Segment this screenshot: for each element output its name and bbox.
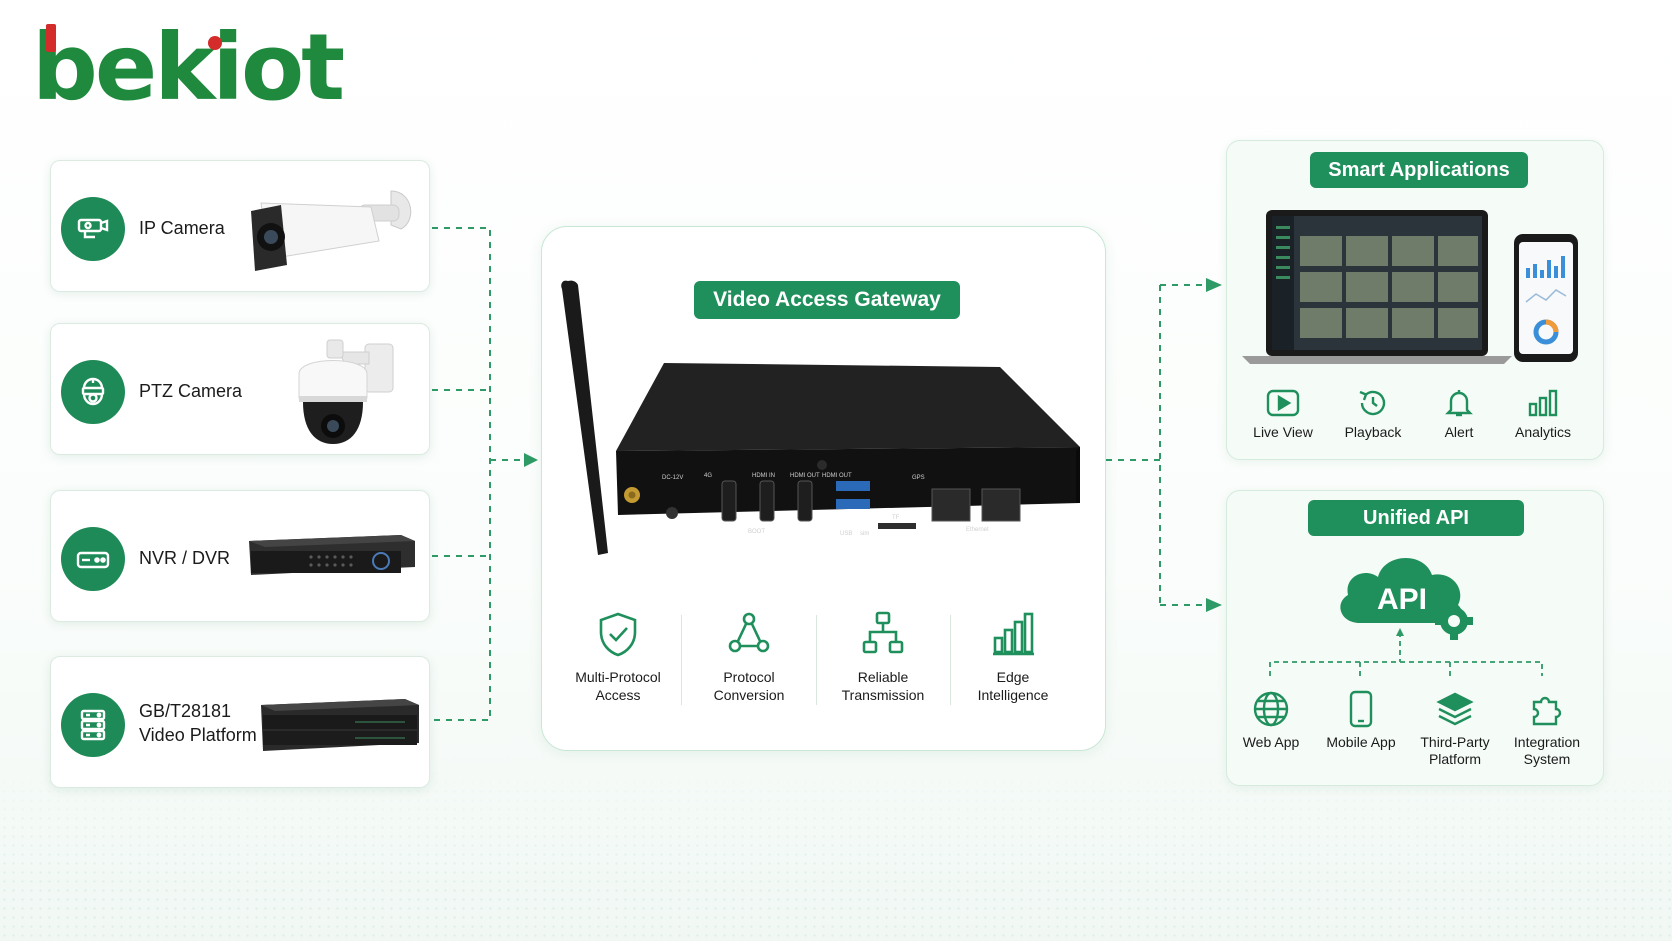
server-image: [261, 699, 419, 751]
device-label: PTZ Camera: [139, 381, 243, 401]
port-label: DC-12V: [662, 475, 683, 481]
arrow-api: [1206, 598, 1222, 612]
feature-line1: Reliable: [857, 669, 909, 685]
app-label: Playback: [1344, 424, 1402, 440]
network-nodes-icon: [728, 612, 770, 653]
arrow-smart: [1206, 278, 1222, 292]
port-label: Ethernet: [966, 527, 989, 533]
feature-line2: Intelligence: [977, 687, 1049, 703]
port-label: USB: [840, 531, 852, 537]
api-item-line1: Third-Party: [1420, 734, 1490, 750]
nvr-image: [249, 535, 415, 575]
app-live-view: Live View: [1238, 388, 1328, 441]
brand-logo-text: bekiot: [32, 14, 345, 121]
logo-accent-bar: [46, 24, 56, 52]
layers-icon: [1436, 692, 1474, 726]
device-card-gbt28181: GB/T28181 Video Platform: [50, 656, 430, 788]
port-label: HDMI OUT: [822, 473, 852, 479]
app-alert: Alert: [1414, 388, 1504, 441]
feature-line1: Protocol: [723, 669, 775, 685]
feature-line1: Multi-Protocol: [575, 669, 661, 685]
feature-divider: [816, 615, 817, 705]
feature-line2: Transmission: [841, 687, 925, 703]
device-label-line1: GB/T28181: [139, 701, 232, 721]
device-card-ptz-camera: PTZ Camera: [50, 323, 430, 455]
ip-camera-icon: [61, 197, 125, 261]
gateway-title: Video Access Gateway: [694, 281, 960, 319]
app-label: Analytics: [1514, 424, 1572, 440]
app-label: Live View: [1253, 424, 1313, 440]
dashboard-devices-image: [1242, 210, 1578, 364]
device-label: IP Camera: [139, 218, 225, 238]
feature-line1: Edge: [996, 669, 1030, 685]
feature-reliable-transmission: Reliable Transmission: [818, 610, 948, 704]
app-label: Alert: [1444, 424, 1474, 440]
device-label-line2: Video Platform: [139, 725, 257, 745]
feature-edge-intelligence: Edge Intelligence: [948, 610, 1078, 704]
mobile-icon: [1349, 690, 1373, 728]
history-icon: [1359, 390, 1386, 416]
api-integration-system: Integration System: [1502, 690, 1592, 768]
port-label: HDMI IN: [752, 473, 775, 479]
api-item-line2: System: [1523, 751, 1571, 767]
port-label: sim: [860, 531, 869, 537]
feature-divider: [950, 615, 951, 705]
gear-icon: [1435, 602, 1473, 640]
api-mobile-app: Mobile App: [1316, 690, 1406, 751]
ip-camera-image: [251, 190, 412, 271]
feature-multi-protocol: Multi-Protocol Access: [553, 610, 683, 704]
api-branch-lines: [1269, 628, 1543, 676]
device-label: NVR / DVR: [139, 548, 231, 568]
api-item-line1: Web App: [1242, 734, 1300, 750]
port-label: TF: [892, 515, 900, 521]
arrow-gateway: [524, 453, 538, 467]
play-icon: [1266, 389, 1300, 417]
app-analytics: Analytics: [1498, 388, 1588, 441]
unified-api-title: Unified API: [1308, 500, 1524, 536]
app-playback: Playback: [1328, 388, 1418, 441]
device-card-nvr: NVR / DVR: [50, 490, 430, 622]
gateway-device-image: DC-12V 4G HDMI IN HDMI OUT HDMI OUT BOOT…: [561, 280, 1080, 555]
nvr-icon: [61, 527, 125, 591]
bars-icon: [1528, 389, 1558, 417]
globe-icon: [1253, 691, 1289, 727]
device-card-ip-camera: IP Camera: [50, 160, 430, 292]
port-label: HDMI OUT: [790, 473, 820, 479]
hierarchy-icon: [862, 611, 904, 654]
port-label: GPS: [912, 475, 925, 481]
api-web-app: Web App: [1226, 690, 1316, 751]
feature-line2: Access: [595, 687, 641, 703]
logo-accent-dot: [208, 36, 222, 50]
api-item-line1: Mobile App: [1326, 734, 1396, 750]
api-third-party-platform: Third-Party Platform: [1410, 690, 1500, 768]
unified-api-panel: [1226, 490, 1604, 786]
shield-check-icon: [599, 612, 637, 657]
port-label: BOOT: [748, 529, 765, 535]
feature-protocol-conversion: Protocol Conversion: [684, 610, 814, 704]
connector-left-bracket: [432, 227, 491, 721]
api-item-line1: Integration: [1513, 734, 1581, 750]
port-label: 4G: [704, 473, 712, 479]
ptz-camera-icon: [61, 360, 125, 424]
feature-line2: Conversion: [713, 687, 785, 703]
puzzle-icon: [1532, 696, 1562, 726]
feature-divider: [681, 615, 682, 705]
bell-icon: [1445, 390, 1473, 417]
smart-applications-title: Smart Applications: [1310, 152, 1528, 188]
ptz-camera-image: [298, 339, 394, 444]
bar-chart-icon: [993, 612, 1034, 656]
api-cloud-graphic: API: [1340, 557, 1473, 640]
api-item-line2: Platform: [1428, 751, 1482, 767]
api-cloud-label: API: [1377, 583, 1427, 616]
server-stack-icon: [61, 693, 125, 757]
